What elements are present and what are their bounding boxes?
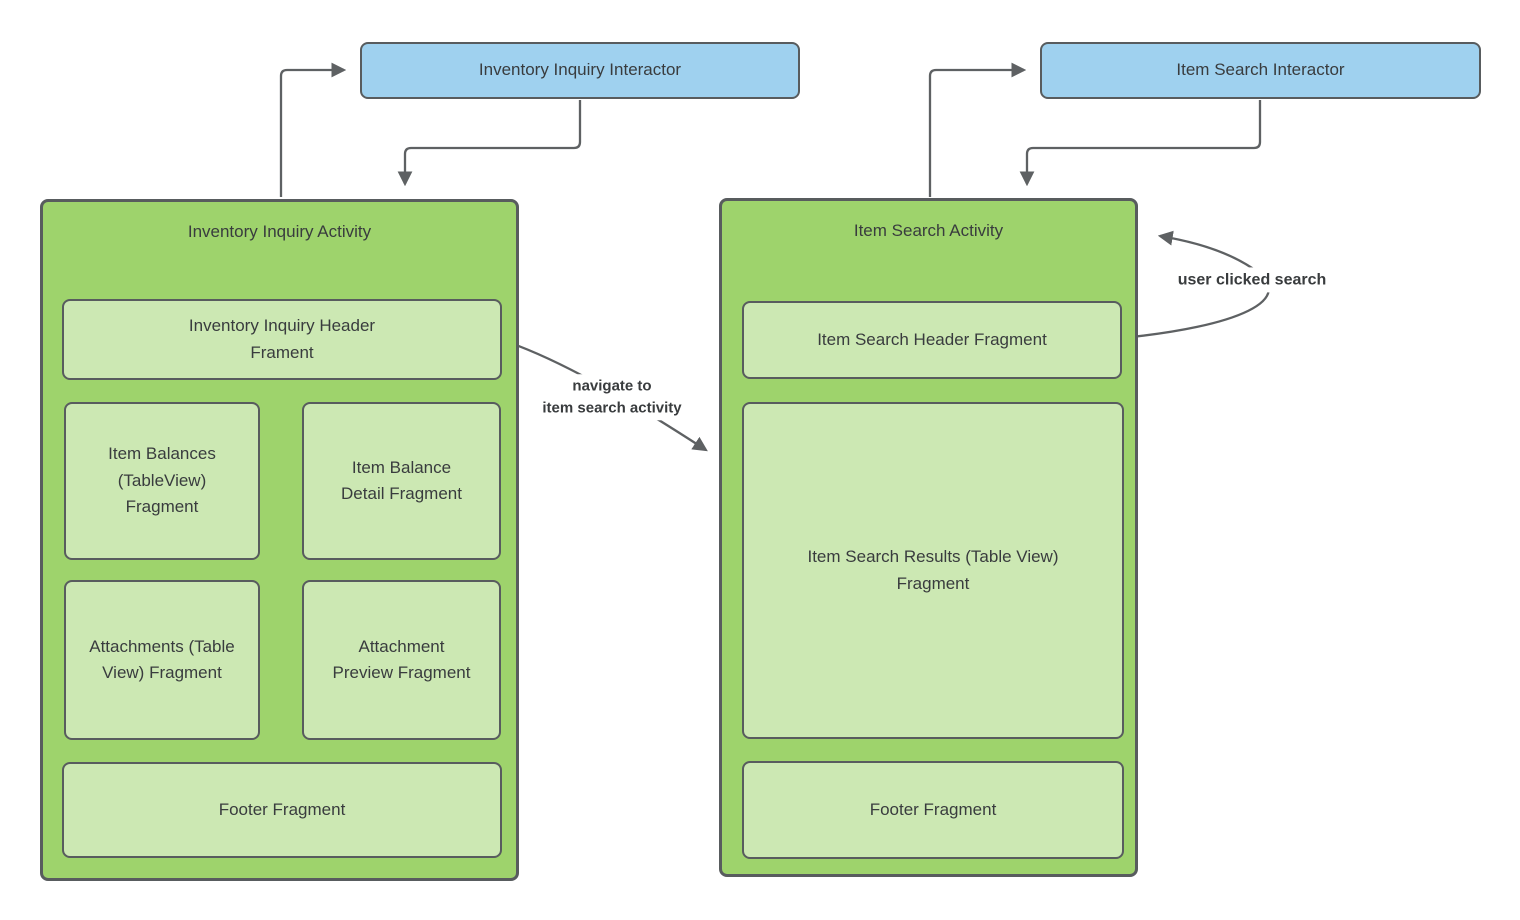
user-clicked-search-edge-label[interactable]: user clicked search	[1173, 267, 1331, 293]
item-balance-detail-fragment-node[interactable]: Item Balance Detail Fragment	[302, 402, 501, 560]
edge-search-interactor-to-activity[interactable]	[1019, 100, 1262, 187]
item-balance-detail-fragment-label: Item Balance Detail Fragment	[341, 457, 462, 503]
item-search-footer-fragment-label: Footer Fragment	[869, 799, 997, 819]
item-search-results-fragment-node[interactable]: Item Search Results (Table View) Fragmen…	[742, 402, 1124, 739]
item-search-header-fragment-label: Item Search Header Fragment	[817, 329, 1047, 349]
edge-inventory-interactor-to-activity[interactable]	[397, 100, 582, 187]
attachments-fragment-label: Attachments (Table View) Fragment	[89, 636, 235, 682]
inventory-footer-fragment-label: Footer Fragment	[218, 799, 346, 819]
attachment-preview-fragment-node[interactable]: Attachment Preview Fragment	[302, 580, 501, 740]
item-search-activity-node[interactable]: Item Search Activity Item Search Header …	[719, 198, 1138, 877]
edge-inventory-activity-to-interactor[interactable]	[279, 62, 347, 197]
inventory-inquiry-activity-title: Inventory Inquiry Activity	[187, 222, 372, 241]
item-balances-fragment-label: Item Balances (TableView) Fragment	[108, 444, 216, 517]
inventory-inquiry-interactor-node[interactable]: Inventory Inquiry Interactor	[360, 42, 800, 99]
item-search-interactor-label: Item Search Interactor	[1176, 60, 1345, 80]
item-search-footer-fragment-node[interactable]: Footer Fragment	[742, 761, 1124, 859]
inventory-inquiry-interactor-label: Inventory Inquiry Interactor	[478, 60, 682, 80]
navigate-to-item-search-edge-label[interactable]: navigate to item search activity	[538, 374, 686, 420]
item-balances-fragment-node[interactable]: Item Balances (TableView) Fragment	[64, 402, 260, 560]
item-search-activity-title: Item Search Activity	[853, 221, 1004, 240]
attachments-fragment-node[interactable]: Attachments (Table View) Fragment	[64, 580, 260, 740]
item-search-results-fragment-label: Item Search Results (Table View) Fragmen…	[807, 547, 1059, 593]
inventory-inquiry-header-fragment-node[interactable]: Inventory Inquiry Header Frament	[62, 299, 502, 380]
inventory-inquiry-header-fragment-label: Inventory Inquiry Header Frament	[188, 316, 376, 362]
edge-search-activity-to-interactor[interactable]	[928, 62, 1027, 197]
item-search-header-fragment-node[interactable]: Item Search Header Fragment	[742, 301, 1122, 379]
item-search-interactor-node[interactable]: Item Search Interactor	[1040, 42, 1481, 99]
attachment-preview-fragment-label: Attachment Preview Fragment	[332, 636, 471, 682]
inventory-footer-fragment-node[interactable]: Footer Fragment	[62, 762, 502, 858]
inventory-inquiry-activity-node[interactable]: Inventory Inquiry Activity Inventory Inq…	[40, 199, 519, 881]
